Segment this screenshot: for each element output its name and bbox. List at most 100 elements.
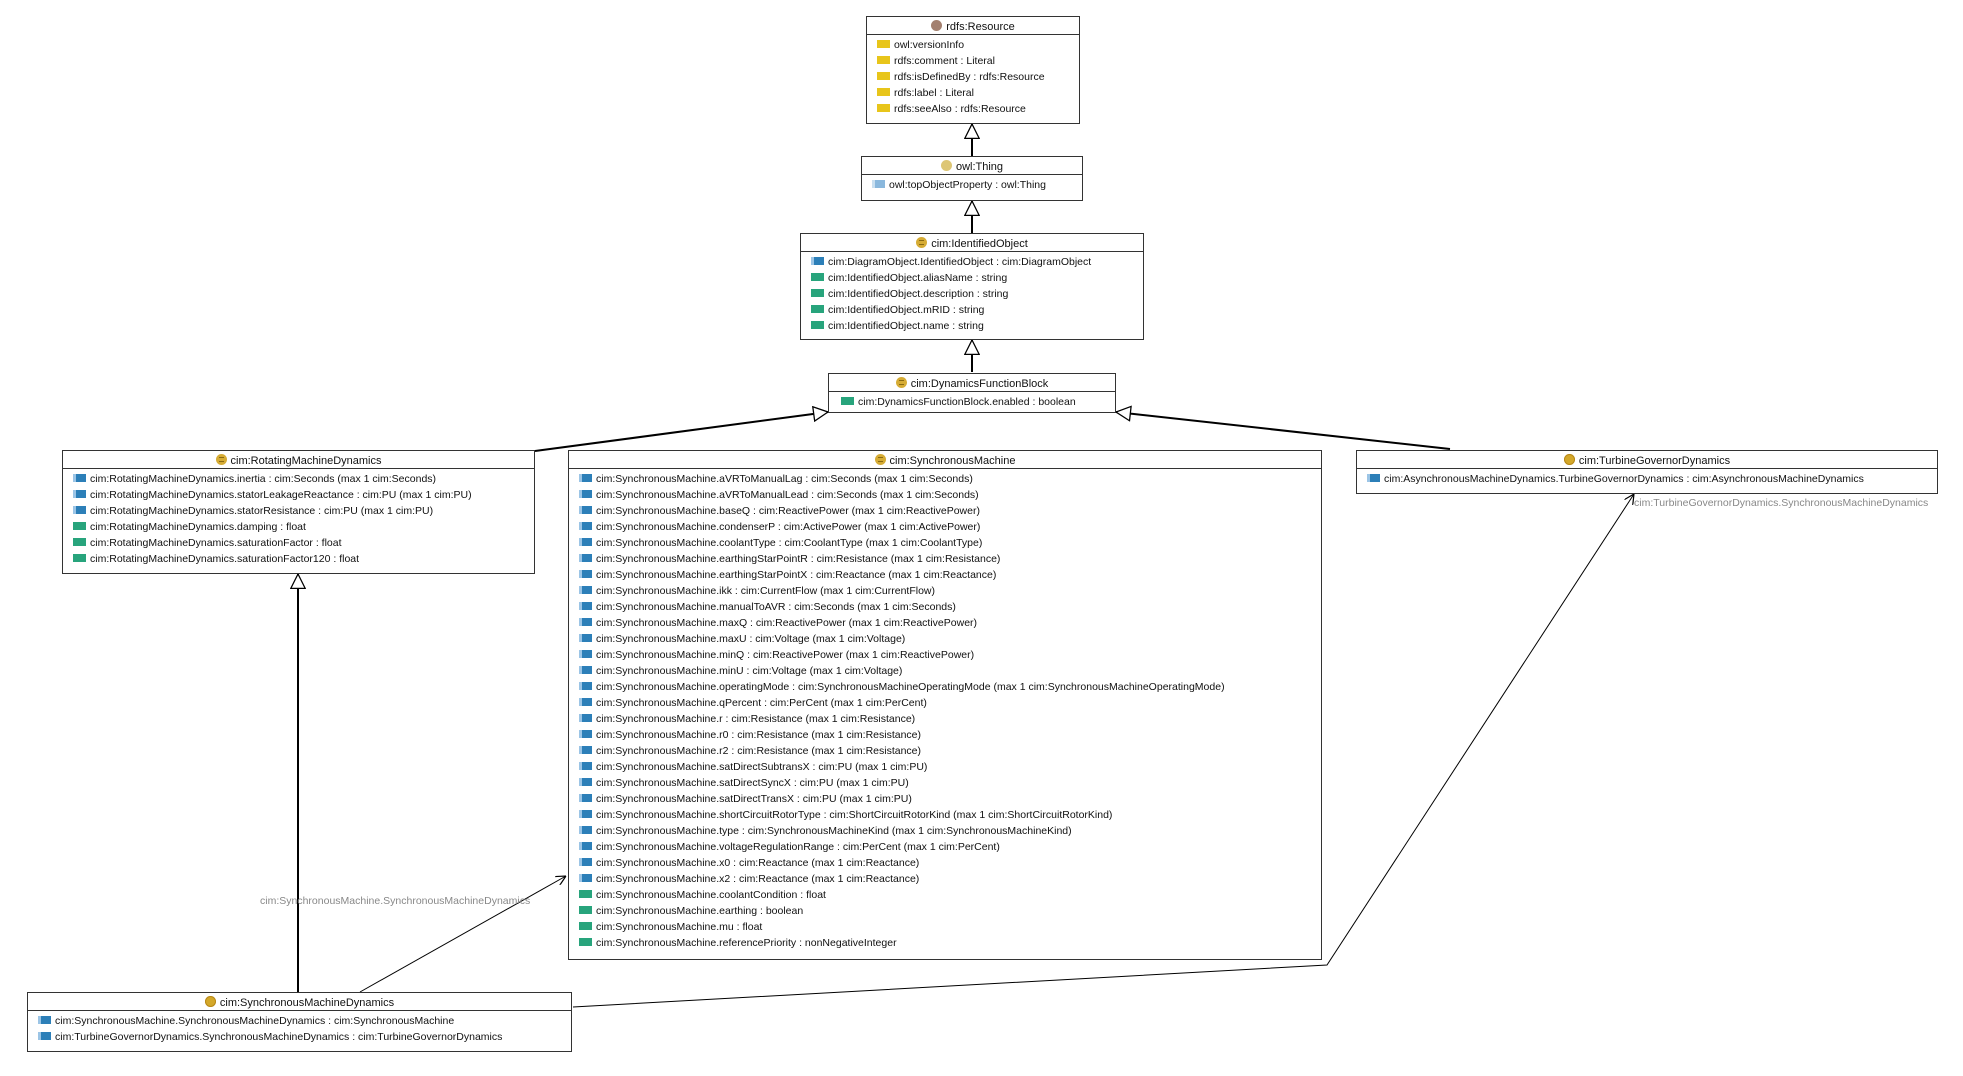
class-name: cim:TurbineGovernorDynamics xyxy=(1578,455,1731,467)
property-row[interactable]: cim:SynchronousMachine.satDirectSubtrans… xyxy=(579,759,1321,775)
property-label: cim:SynchronousMachine.maxU : cim:Voltag… xyxy=(596,633,906,645)
property-row[interactable]: cim:IdentifiedObject.aliasName : string xyxy=(811,270,1143,286)
property-row[interactable]: cim:RotatingMachineDynamics.damping : fl… xyxy=(73,519,534,535)
cim-class-icon xyxy=(916,237,928,248)
class-box-rotating-machine-dynamics[interactable]: cim:RotatingMachineDynamics cim:Rotating… xyxy=(62,450,535,574)
object-property-icon xyxy=(579,618,592,626)
property-label: owl:topObjectProperty : owl:Thing xyxy=(889,179,1046,191)
class-title: cim:DynamicsFunctionBlock xyxy=(829,374,1115,392)
cim-class-icon xyxy=(215,454,227,465)
property-row[interactable]: cim:SynchronousMachine.shortCircuitRotor… xyxy=(579,807,1321,823)
object-property-icon xyxy=(579,490,592,498)
class-box-synchronous-machine-dynamics[interactable]: cim:SynchronousMachineDynamics cim:Synch… xyxy=(27,992,572,1052)
property-row[interactable]: cim:RotatingMachineDynamics.statorResist… xyxy=(73,503,534,519)
property-row[interactable]: cim:SynchronousMachine.x2 : cim:Reactanc… xyxy=(579,871,1321,887)
property-row[interactable]: rdfs:isDefinedBy : rdfs:Resource xyxy=(877,69,1079,85)
object-property-icon xyxy=(38,1032,51,1040)
property-list: cim:DiagramObject.IdentifiedObject : cim… xyxy=(801,252,1143,334)
property-row[interactable]: cim:TurbineGovernorDynamics.SynchronousM… xyxy=(38,1029,571,1045)
property-row[interactable]: cim:SynchronousMachine.maxU : cim:Voltag… xyxy=(579,631,1321,647)
property-row[interactable]: cim:SynchronousMachine.ikk : cim:Current… xyxy=(579,583,1321,599)
property-row[interactable]: cim:SynchronousMachine.coolantCondition … xyxy=(579,887,1321,903)
object-property-icon xyxy=(579,650,592,658)
property-row[interactable]: cim:RotatingMachineDynamics.inertia : ci… xyxy=(73,471,534,487)
property-row[interactable]: cim:SynchronousMachine.r : cim:Resistanc… xyxy=(579,711,1321,727)
class-title: cim:SynchronousMachineDynamics xyxy=(28,993,571,1011)
property-row[interactable]: cim:SynchronousMachine.aVRToManualLead :… xyxy=(579,487,1321,503)
property-row[interactable]: cim:SynchronousMachine.earthingStarPoint… xyxy=(579,567,1321,583)
property-label: cim:SynchronousMachine.minQ : cim:Reacti… xyxy=(596,649,975,661)
property-row[interactable]: cim:SynchronousMachine.satDirectSyncX : … xyxy=(579,775,1321,791)
object-property-icon xyxy=(579,586,592,594)
property-row[interactable]: rdfs:seeAlso : rdfs:Resource xyxy=(877,101,1079,117)
property-row[interactable]: cim:SynchronousMachine.SynchronousMachin… xyxy=(38,1013,571,1029)
property-label: cim:DiagramObject.IdentifiedObject : cim… xyxy=(828,256,1092,268)
property-row[interactable]: cim:SynchronousMachine.earthingStarPoint… xyxy=(579,551,1321,567)
object-property-icon xyxy=(579,682,592,690)
class-title: cim:SynchronousMachine xyxy=(569,451,1321,469)
property-label: cim:SynchronousMachine.satDirectSyncX : … xyxy=(596,777,909,789)
object-property-icon xyxy=(38,1016,51,1024)
object-property-icon xyxy=(579,570,592,578)
class-box-rdfs-resource[interactable]: rdfs:Resource owl:versionInfo rdfs:comme… xyxy=(866,16,1080,124)
property-label: cim:SynchronousMachine.earthingStarPoint… xyxy=(596,569,997,581)
property-row[interactable]: cim:RotatingMachineDynamics.saturationFa… xyxy=(73,535,534,551)
class-box-turbine-governor-dynamics[interactable]: cim:TurbineGovernorDynamics cim:Asynchro… xyxy=(1356,450,1938,494)
property-row[interactable]: cim:RotatingMachineDynamics.saturationFa… xyxy=(73,551,534,567)
property-row[interactable]: cim:IdentifiedObject.name : string xyxy=(811,318,1143,334)
property-label: cim:SynchronousMachine.x2 : cim:Reactanc… xyxy=(596,873,920,885)
annotation-class-icon xyxy=(931,20,943,31)
property-row[interactable]: cim:IdentifiedObject.description : strin… xyxy=(811,286,1143,302)
property-row[interactable]: cim:SynchronousMachine.satDirectTransX :… xyxy=(579,791,1321,807)
data-property-icon xyxy=(579,890,592,898)
property-row[interactable]: cim:SynchronousMachine.earthing : boolea… xyxy=(579,903,1321,919)
property-row[interactable]: cim:SynchronousMachine.operatingMode : c… xyxy=(579,679,1321,695)
property-row[interactable]: cim:RotatingMachineDynamics.statorLeakag… xyxy=(73,487,534,503)
object-property-icon xyxy=(1367,474,1380,482)
property-label: cim:SynchronousMachine.type : cim:Synchr… xyxy=(596,825,1072,837)
property-row[interactable]: rdfs:label : Literal xyxy=(877,85,1079,101)
property-row[interactable]: cim:SynchronousMachine.maxQ : cim:Reacti… xyxy=(579,615,1321,631)
property-row[interactable]: cim:SynchronousMachine.minQ : cim:Reacti… xyxy=(579,647,1321,663)
property-row[interactable]: cim:SynchronousMachine.manualToAVR : cim… xyxy=(579,599,1321,615)
property-row[interactable]: cim:SynchronousMachine.aVRToManualLag : … xyxy=(579,471,1321,487)
property-row[interactable]: cim:SynchronousMachine.minU : cim:Voltag… xyxy=(579,663,1321,679)
property-row[interactable]: cim:DynamicsFunctionBlock.enabled : bool… xyxy=(841,394,1115,410)
object-property-icon xyxy=(579,746,592,754)
annotation-property-icon xyxy=(877,104,890,112)
property-row[interactable]: cim:SynchronousMachine.r0 : cim:Resistan… xyxy=(579,727,1321,743)
property-row[interactable]: cim:SynchronousMachine.type : cim:Synchr… xyxy=(579,823,1321,839)
class-title: cim:TurbineGovernorDynamics xyxy=(1357,451,1937,469)
class-box-owl-thing[interactable]: owl:Thing owl:topObjectProperty : owl:Th… xyxy=(861,156,1083,201)
property-label: cim:SynchronousMachine.referencePriority… xyxy=(596,937,897,949)
property-row[interactable]: cim:SynchronousMachine.x0 : cim:Reactanc… xyxy=(579,855,1321,871)
property-row[interactable]: owl:versionInfo xyxy=(877,37,1079,53)
property-row[interactable]: cim:SynchronousMachine.baseQ : cim:React… xyxy=(579,503,1321,519)
object-property-icon xyxy=(579,762,592,770)
object-property-icon xyxy=(579,858,592,866)
property-label: cim:SynchronousMachine.r0 : cim:Resistan… xyxy=(596,729,922,741)
cim-class-icon xyxy=(204,996,216,1007)
property-row[interactable]: cim:SynchronousMachine.condenserP : cim:… xyxy=(579,519,1321,535)
property-label: cim:SynchronousMachine.coolantType : cim… xyxy=(596,537,983,549)
class-title: rdfs:Resource xyxy=(867,17,1079,35)
property-row[interactable]: cim:DiagramObject.IdentifiedObject : cim… xyxy=(811,254,1143,270)
property-row[interactable]: cim:SynchronousMachine.mu : float xyxy=(579,919,1321,935)
class-name: rdfs:Resource xyxy=(946,21,1015,33)
property-row[interactable]: rdfs:comment : Literal xyxy=(877,53,1079,69)
property-row[interactable]: cim:SynchronousMachine.qPercent : cim:Pe… xyxy=(579,695,1321,711)
class-box-synchronous-machine[interactable]: cim:SynchronousMachine cim:SynchronousMa… xyxy=(568,450,1322,960)
property-row[interactable]: owl:topObjectProperty : owl:Thing xyxy=(872,177,1082,193)
class-name: cim:DynamicsFunctionBlock xyxy=(910,378,1049,390)
class-box-dynamics-function-block[interactable]: cim:DynamicsFunctionBlock cim:DynamicsFu… xyxy=(828,373,1116,413)
property-row[interactable]: cim:AsynchronousMachineDynamics.TurbineG… xyxy=(1367,471,1937,487)
edge-label-tgd-smd: cim:TurbineGovernorDynamics.SynchronousM… xyxy=(1634,497,1929,509)
property-row[interactable]: cim:SynchronousMachine.referencePriority… xyxy=(579,935,1321,951)
object-property-icon xyxy=(579,554,592,562)
thing-class-icon xyxy=(940,160,952,171)
property-row[interactable]: cim:SynchronousMachine.coolantType : cim… xyxy=(579,535,1321,551)
property-row[interactable]: cim:SynchronousMachine.r2 : cim:Resistan… xyxy=(579,743,1321,759)
property-row[interactable]: cim:IdentifiedObject.mRID : string xyxy=(811,302,1143,318)
property-row[interactable]: cim:SynchronousMachine.voltageRegulation… xyxy=(579,839,1321,855)
class-box-identified-object[interactable]: cim:IdentifiedObject cim:DiagramObject.I… xyxy=(800,233,1144,340)
